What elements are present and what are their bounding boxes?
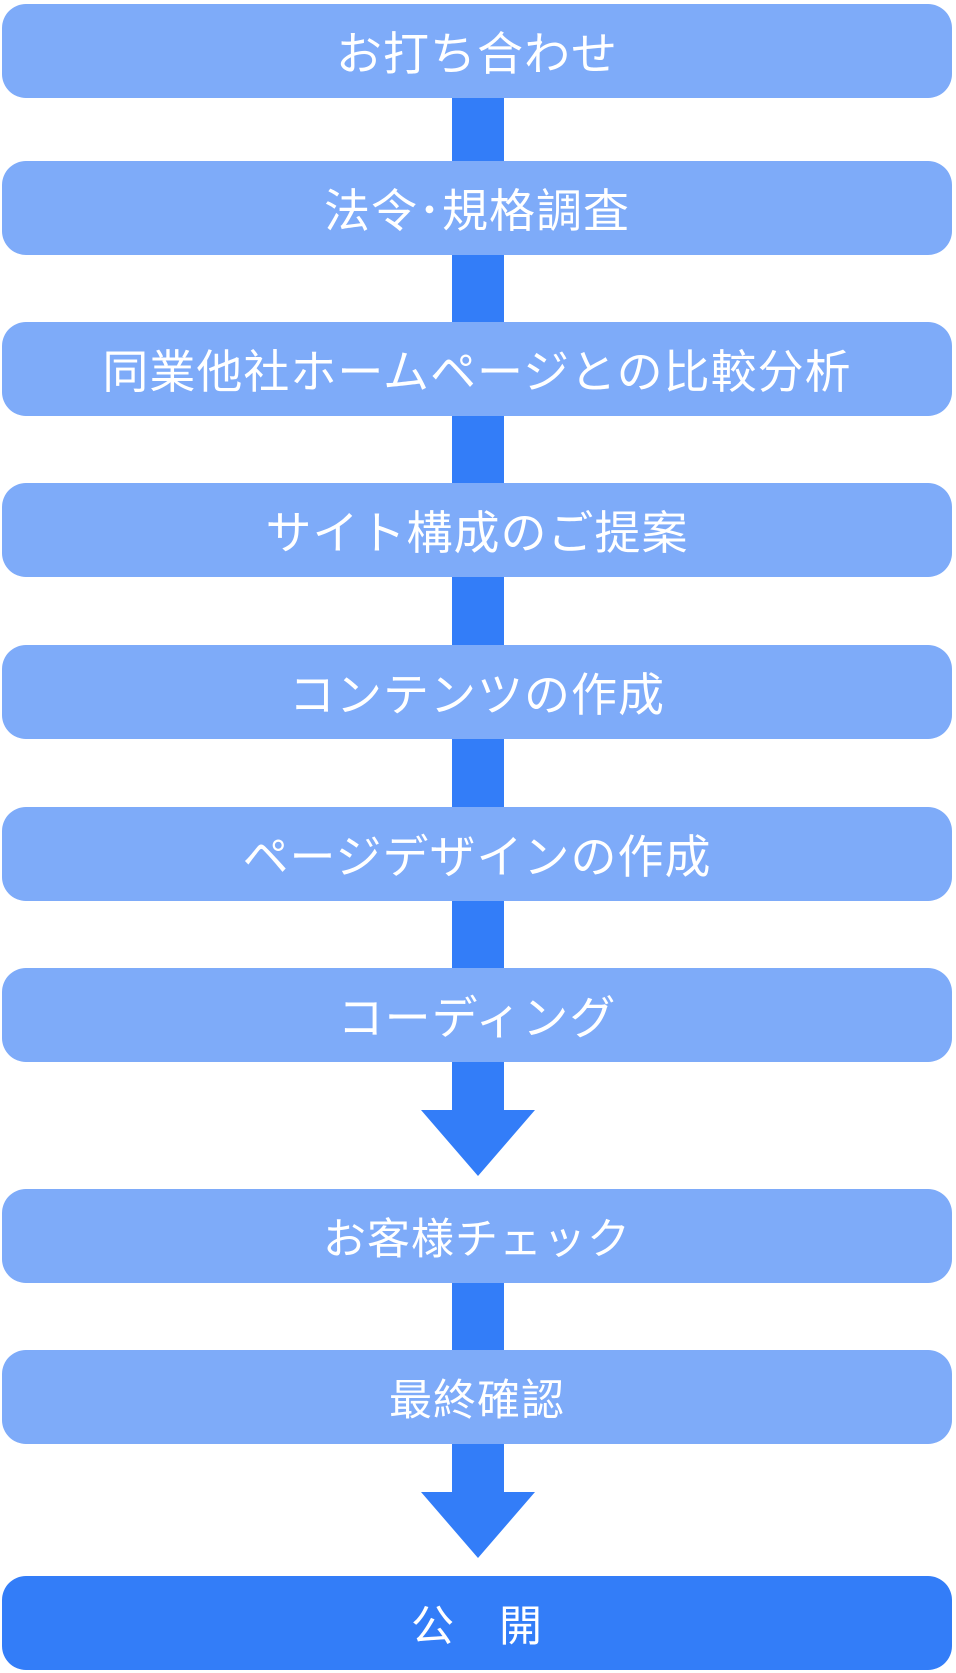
step-box-publish: 公 開 xyxy=(2,1576,952,1670)
step-label-customer-check: お客様チェック xyxy=(323,1216,631,1264)
connector-bar xyxy=(452,577,504,645)
step-box-competitor-analysis: 同業他社ホームページとの比較分析 xyxy=(2,322,952,416)
step-label-meeting: お打ち合わせ xyxy=(336,28,618,80)
connector-bar xyxy=(452,255,504,322)
connector-bar xyxy=(452,416,504,483)
step-box-customer-check: お客様チェック xyxy=(2,1189,952,1283)
down-arrow-icon xyxy=(421,1444,535,1558)
step-label-final-confirmation: 最終確認 xyxy=(389,1377,565,1425)
step-label-regulation-research: 法令･規格調査 xyxy=(324,185,630,237)
step-box-page-design-creation: ページデザインの作成 xyxy=(2,807,952,901)
step-box-final-confirmation: 最終確認 xyxy=(2,1350,952,1444)
step-box-content-creation: コンテンツの作成 xyxy=(2,645,952,739)
connector-bar xyxy=(452,98,504,161)
step-box-meeting: お打ち合わせ xyxy=(2,4,952,98)
step-box-regulation-research: 法令･規格調査 xyxy=(2,161,952,255)
down-arrow-icon xyxy=(421,1062,535,1176)
step-label-publish: 公 開 xyxy=(411,1603,543,1651)
step-label-coding: コーディング xyxy=(337,992,617,1044)
step-box-site-structure-proposal: サイト構成のご提案 xyxy=(2,483,952,577)
connector-bar xyxy=(452,739,504,807)
connector-bar xyxy=(452,1283,504,1350)
connector-bar xyxy=(452,901,504,968)
step-box-coding: コーディング xyxy=(2,968,952,1062)
step-label-page-design-creation: ページデザインの作成 xyxy=(242,831,712,883)
step-label-content-creation: コンテンツの作成 xyxy=(289,669,665,721)
step-label-site-structure-proposal: サイト構成のご提案 xyxy=(265,507,689,559)
step-label-competitor-analysis: 同業他社ホームページとの比較分析 xyxy=(102,346,852,398)
